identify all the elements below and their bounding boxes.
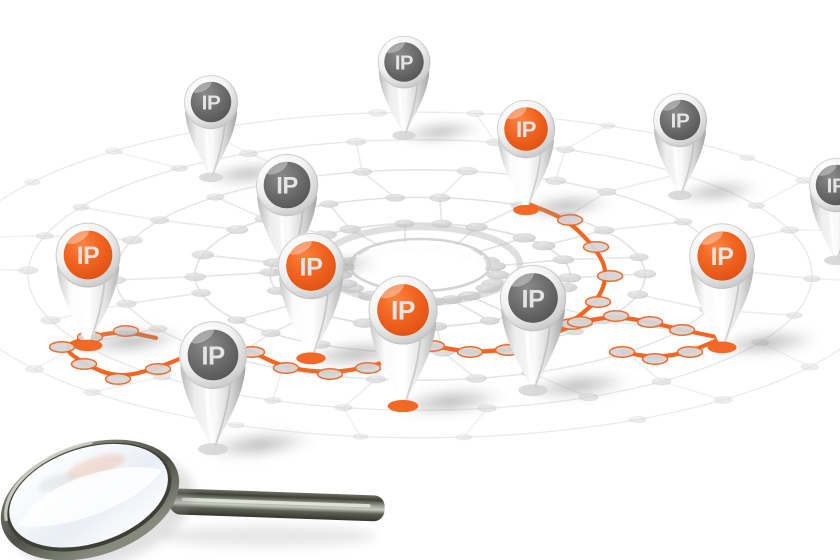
pin-label: IP [711,243,734,271]
pin-base-node [668,190,692,201]
pin-base-node [513,204,539,216]
pin-base-node [73,339,103,352]
ip-pin-top-far-right[interactable]: IP [652,92,708,201]
pin-disc-gray [190,81,232,123]
ip-pin-bottom-left-gray[interactable]: IP [179,321,247,456]
ip-pin-mid-left-gray[interactable]: IP [255,153,319,278]
pin-body [653,129,707,197]
pin-base-node [198,443,228,456]
pin-disc-gray [659,99,701,141]
pin-disc-orange [286,241,336,291]
ip-pin-left-orange[interactable]: IP [55,222,121,352]
magnifying-glass[interactable] [0,360,393,560]
pin-label: IP [276,173,298,200]
pin-body [501,309,565,392]
pin-body [180,366,246,451]
pin-label: IP [391,296,415,326]
ip-pin-top-center[interactable]: IP [377,35,431,141]
pin-base-node [824,255,840,266]
pin-disc-gray [508,273,558,323]
pin-disc-orange [697,231,747,281]
pin-disc-gray [187,329,239,381]
pin-body [56,266,120,347]
pin-disc-gray [384,42,424,82]
ip-pin-center-right-gray[interactable]: IP [499,264,567,397]
pin-label: IP [201,342,225,370]
pin-label: IP [395,52,413,74]
ip-pin-upper-left[interactable]: IP [183,74,239,183]
pin-body [378,71,430,137]
pin-body [279,277,343,360]
magnifying-glass[interactable] [0,360,393,560]
pin-label: IP [202,92,221,115]
pin-label: IP [522,285,546,313]
pin-label: IP [827,175,840,198]
pin-base-node [387,399,419,413]
pin-label: IP [516,117,537,142]
pin-body [256,195,318,274]
pin-body [497,138,555,212]
pin-label: IP [300,253,324,281]
pin-base-node [392,130,416,141]
magnifier-handle[interactable] [162,426,393,560]
pin-base-node [707,341,737,354]
pin-disc-gray [263,161,311,209]
pin-disc-orange [63,230,113,280]
pin-label: IP [671,110,690,133]
pin-body [369,321,437,408]
ip-pin-edge-partial[interactable]: IP [808,157,840,266]
pin-label: IP [77,243,99,270]
ip-pin-right-orange[interactable]: IP [689,223,755,354]
ip-pin-top-right-orange[interactable]: IP [496,99,556,216]
pin-disc-orange [504,107,548,151]
pin-base-node [518,384,548,397]
pin-body [184,111,238,179]
pin-base-node [296,352,326,365]
ip-pin-center-left-orange[interactable]: IP [277,232,345,365]
pin-body [690,267,754,349]
pin-disc-orange [377,284,429,336]
pin-disc-gray [815,164,840,206]
pin-base-node [199,172,223,183]
ip-pin-center-orange[interactable]: IP [368,275,438,413]
ip-pins: IP IP IP IP IP IP IP IP IP IP IP IP [55,35,840,456]
